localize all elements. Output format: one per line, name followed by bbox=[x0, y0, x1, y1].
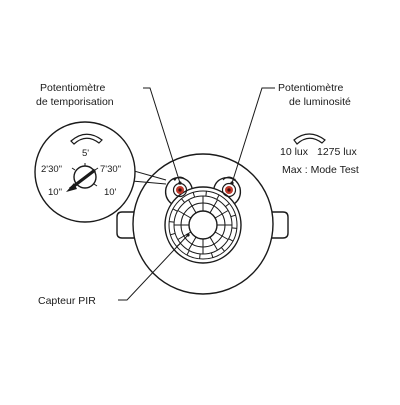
time-tick-7min30: 7'30" bbox=[100, 164, 121, 175]
lux-min-label: 10 lux bbox=[280, 146, 309, 158]
lux-max-label: 1275 lux bbox=[317, 146, 357, 158]
time-pot-label-line2: de temporisation bbox=[36, 96, 114, 108]
time-tick-10sec: 10" bbox=[48, 187, 62, 198]
time-tick-2min30: 2'30" bbox=[41, 164, 62, 175]
lux-pot-label-line1: Potentiomètre bbox=[278, 82, 344, 94]
time-tick-10min: 10' bbox=[104, 187, 117, 198]
pir-sensor-label: Capteur PIR bbox=[38, 295, 96, 307]
lux-pot-label-line2: de luminosité bbox=[289, 96, 351, 108]
lux-direction-arc bbox=[294, 134, 325, 144]
sensor-body bbox=[133, 154, 273, 294]
time-pot-label-line1: Potentiomètre bbox=[40, 82, 106, 94]
lux-mode-label: Max : Mode Test bbox=[282, 164, 359, 176]
time-tick-5min: 5' bbox=[82, 148, 89, 159]
